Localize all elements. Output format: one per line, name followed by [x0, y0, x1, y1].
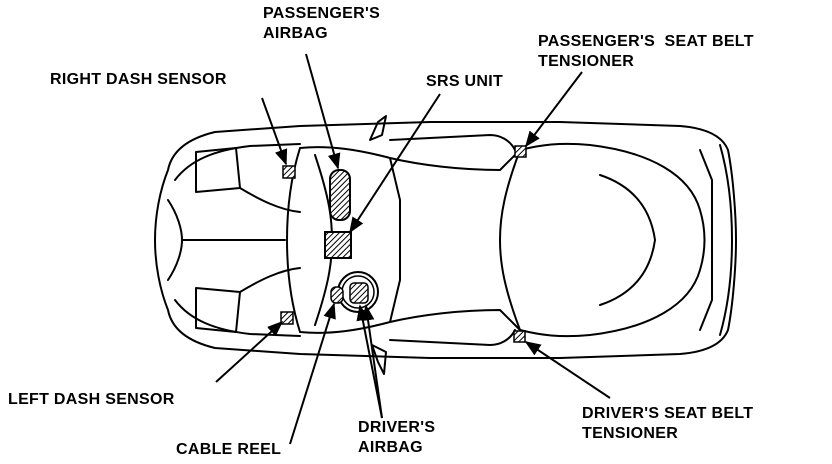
leader-srs-unit: [349, 93, 441, 234]
car-body-outline: [154, 121, 737, 359]
leader-left-dash-sensor: [215, 320, 284, 383]
rear-deck: [499, 149, 521, 331]
label-left-dash-sensor: LEFT DASH SENSOR: [8, 391, 175, 408]
right-dash-sensor-marker: [282, 165, 296, 179]
rear-bumper: [719, 144, 733, 336]
passenger-seat-belt-tensioner-marker: [514, 145, 527, 158]
headlight-upper: [195, 147, 241, 193]
leader-driver-seat-belt-tensioner: [524, 341, 611, 399]
rear-spoiler: [699, 149, 713, 331]
front-nose: [167, 199, 183, 281]
label-passenger-seat-belt-tensioner-line2: TENSIONER: [538, 53, 635, 70]
driver-airbag-marker: [349, 282, 369, 304]
passenger-airbag-marker: [329, 169, 351, 221]
driver-seat-belt-tensioner-marker: [513, 330, 526, 343]
label-driver-seat-belt-tensioner: DRIVER'S SEAT BELT TENSIONER: [582, 404, 753, 444]
srs-unit-marker: [324, 231, 352, 259]
left-dash-sensor-marker: [280, 311, 294, 325]
label-cable-reel: CABLE REEL: [176, 441, 282, 458]
hood-crease-lower: [239, 267, 301, 293]
door-line-upper: [389, 134, 516, 151]
cable-reel-marker: [330, 286, 344, 304]
headlight-lower: [195, 287, 241, 333]
cabin-roof: [389, 142, 706, 338]
label-driver-airbag-line1: DRIVER'S: [358, 419, 436, 436]
leader-driver-airbag-b: [361, 304, 383, 419]
components: [280, 145, 527, 343]
label-srs-unit: SRS UNIT: [426, 73, 504, 90]
leader-cable-reel: [289, 302, 336, 445]
leader-passenger-seat-belt-tensioner: [525, 71, 583, 148]
leader-right-dash-sensor: [261, 97, 288, 166]
hood-line: [174, 143, 301, 337]
label-passenger-airbag-line2: AIRBAG: [263, 25, 328, 42]
leader-passenger-airbag: [305, 53, 341, 170]
label-passenger-seat-belt-tensioner-line1: PASSENGER'S SEAT BELT: [538, 33, 754, 50]
label-passenger-seat-belt-tensioner: PASSENGER'S SEAT BELT TENSIONER: [538, 32, 754, 72]
label-driver-seat-belt-tensioner-line2: TENSIONER: [582, 425, 679, 442]
rear-window-inner: [599, 174, 656, 306]
mirror-upper: [369, 115, 387, 141]
label-passenger-airbag: PASSENGER'S AIRBAG: [263, 4, 380, 44]
label-driver-airbag-line2: AIRBAG: [358, 439, 423, 456]
hood-crease-upper: [239, 187, 301, 213]
label-driver-seat-belt-tensioner-line1: DRIVER'S SEAT BELT: [582, 405, 754, 422]
label-driver-airbag: DRIVER'S AIRBAG: [358, 418, 435, 458]
mirror-lower: [371, 344, 387, 375]
door-line-lower: [389, 329, 516, 346]
label-right-dash-sensor: RIGHT DASH SENSOR: [50, 71, 227, 88]
label-passenger-airbag-line1: PASSENGER'S: [263, 5, 381, 22]
windshield: [286, 146, 401, 334]
